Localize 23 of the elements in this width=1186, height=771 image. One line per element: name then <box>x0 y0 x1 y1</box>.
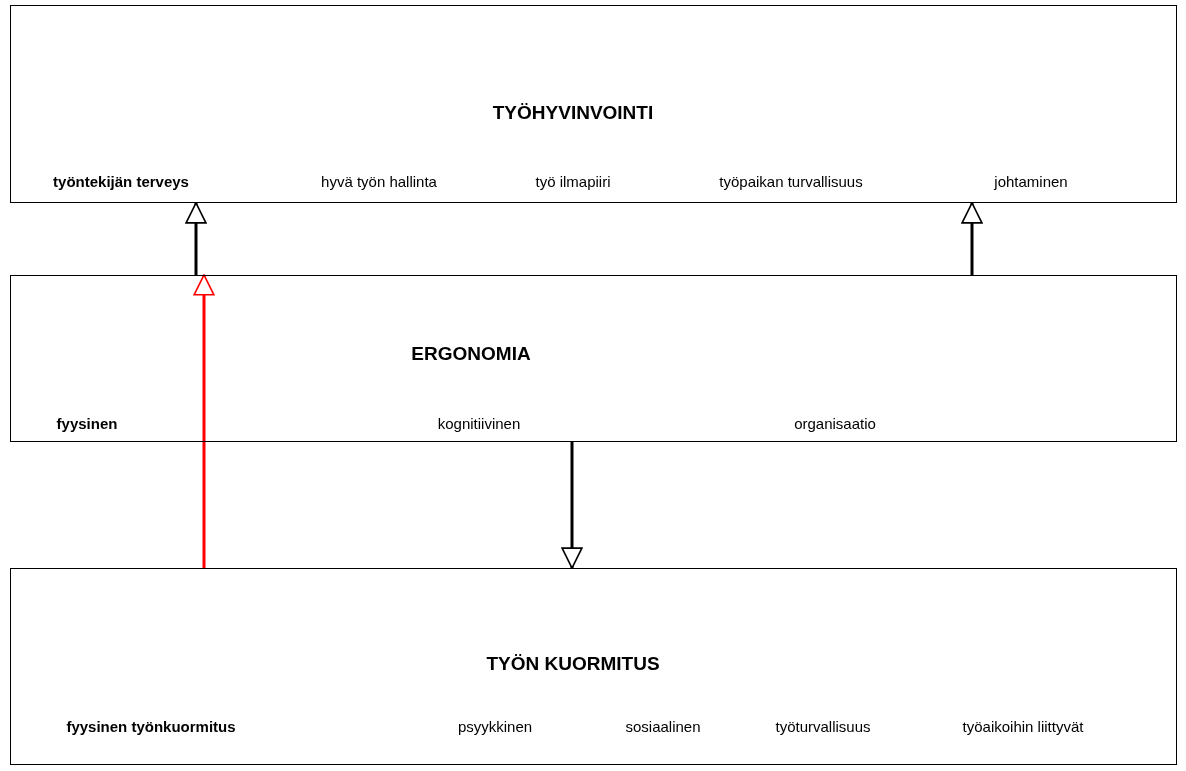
arrow <box>185 202 207 275</box>
item-label: organisaatio <box>794 414 876 432</box>
box-heading: ERGONOMIA <box>411 343 531 365</box>
process-box <box>10 568 1177 765</box>
process-box <box>10 5 1177 203</box>
arrow <box>561 442 583 569</box>
item-label: työpaikan turvallisuus <box>719 172 863 190</box>
item-label: sosiaalinen <box>625 717 701 735</box>
item-label: fyysinen työnkuormitus <box>66 717 236 735</box>
item-label: työ ilmapiiri <box>535 172 611 190</box>
item-label: työaikoihin liittyvät <box>962 717 1084 735</box>
item-label: johtaminen <box>994 172 1068 190</box>
item-label: fyysinen <box>56 414 118 432</box>
arrow <box>961 202 983 275</box>
item-label: kognitiivinen <box>437 414 521 432</box>
item-label: hyvä työn hallinta <box>321 172 437 190</box>
item-label: psyykkinen <box>457 717 533 735</box>
process-box <box>10 275 1177 442</box>
item-label: työturvallisuus <box>775 717 871 735</box>
arrow <box>193 274 215 568</box>
box-heading: TYÖN KUORMITUS <box>486 653 660 675</box>
box-heading: TYÖHYVINVOINTI <box>492 102 654 124</box>
item-label: työntekijän terveys <box>53 172 189 190</box>
